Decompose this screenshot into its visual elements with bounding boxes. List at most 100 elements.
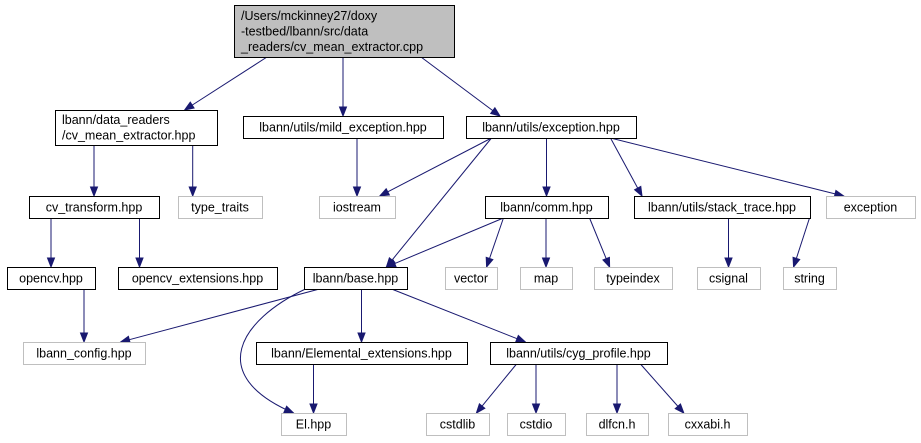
arrowhead [79, 332, 89, 344]
node-label: type_traits [191, 200, 249, 214]
node-cv-transform[interactable]: cv_transform.hpp [29, 196, 160, 219]
node-string: string [783, 267, 837, 290]
node-opencv[interactable]: opencv.hpp [7, 267, 96, 290]
node-box [634, 196, 811, 219]
edge-base-hpp-to-el-hpp [239, 288, 306, 414]
node-cxxabi: cxxabi.h [668, 413, 748, 436]
nodes-layer: /Users/mckinney27/doxy-testbed/lbann/src… [7, 5, 916, 436]
node-box [256, 342, 468, 365]
arrowhead [531, 403, 541, 415]
node-mild-exc[interactable]: lbann/utils/mild_exception.hpp [243, 116, 444, 139]
arrowhead [792, 256, 801, 269]
arrowhead [378, 187, 391, 197]
edge-base-hpp-to-lbann-config [129, 288, 320, 341]
arrowhead [633, 185, 643, 198]
node-box [668, 413, 748, 436]
arrowhead [612, 403, 622, 415]
node-box [7, 267, 96, 290]
node-lbann-config: lbann_config.hpp [23, 342, 146, 365]
node-box [466, 116, 637, 139]
node-label: csignal [709, 271, 748, 285]
edge-root-to-exc-hpp [420, 56, 494, 112]
node-opencv-ext[interactable]: opencv_extensions.hpp [118, 267, 278, 290]
edge-comm-hpp-to-typeindex [589, 217, 607, 259]
arrowhead [183, 101, 195, 111]
node-box [426, 413, 490, 436]
node-label: lbann/utils/mild_exception.hpp [259, 120, 427, 134]
node-cyg-profile[interactable]: lbann/utils/cyg_profile.hpp [490, 342, 668, 365]
node-type-traits: type_traits [178, 196, 263, 219]
node-base-hpp[interactable]: lbann/base.hpp [304, 267, 408, 290]
node-cstdlib: cstdlib [426, 413, 490, 436]
node-box [445, 267, 498, 290]
arrowhead [542, 186, 551, 198]
node-stack-trace[interactable]: lbann/utils/stack_trace.hpp [634, 196, 811, 219]
node-dlfcn: dlfcn.h [586, 413, 649, 436]
arrowhead [46, 257, 56, 269]
node-label: lbann/base.hpp [313, 271, 399, 285]
node-label: El.hpp [296, 417, 331, 431]
node-label: lbann/Elemental_extensions.hpp [271, 346, 452, 360]
node-label: iostream [333, 200, 381, 214]
node-typeindex: typeindex [594, 267, 673, 290]
node-box [118, 267, 278, 290]
node-label: map [534, 271, 558, 285]
node-exc-hpp[interactable]: lbann/utils/exception.hpp [466, 116, 637, 139]
node-box [826, 196, 916, 219]
node-map: map [520, 267, 573, 290]
edge-base-hpp-to-cyg-profile [391, 288, 518, 340]
node-comm-hpp[interactable]: lbann/comm.hpp [485, 196, 609, 219]
edge-exc-hpp-to-base-hpp [391, 137, 492, 261]
node-label: cstdlib [440, 417, 475, 431]
node-label: lbann/data_readers [62, 113, 170, 127]
arrowhead [602, 256, 611, 269]
edge-stack-trace-to-string [795, 217, 810, 259]
arrowhead [309, 403, 318, 415]
arrowhead [357, 332, 366, 344]
node-box [319, 196, 396, 219]
node-box [697, 267, 761, 290]
node-csignal: csignal [697, 267, 761, 290]
node-label: cxxabi.h [685, 417, 731, 431]
node-label: /cv_mean_extractor.hpp [62, 129, 195, 143]
node-box [281, 413, 347, 436]
node-cstdio: cstdio [507, 413, 566, 436]
edge-exc-hpp-to-iostream [387, 137, 492, 193]
edge-exc-hpp-to-stack-trace [610, 137, 639, 189]
node-box [783, 267, 837, 290]
arrowhead [385, 259, 397, 268]
node-vector: vector [445, 267, 498, 290]
arrowhead [338, 106, 348, 118]
node-label: lbann/utils/cyg_profile.hpp [506, 346, 651, 360]
node-label: lbann/utils/exception.hpp [482, 120, 620, 134]
node-label: lbann/comm.hpp [500, 200, 592, 214]
arrowhead [724, 257, 733, 269]
arrowhead [485, 256, 494, 269]
edge-comm-hpp-to-base-hpp [394, 217, 504, 264]
node-label: lbann_config.hpp [36, 346, 131, 360]
node-box [507, 413, 566, 436]
node-box [594, 267, 673, 290]
node-label: vector [454, 271, 488, 285]
node-box [586, 413, 649, 436]
node-el-hpp: El.hpp [281, 413, 347, 436]
node-box [234, 5, 455, 58]
node-box [23, 342, 146, 365]
node-label: _readers/cv_mean_extractor.cpp [240, 40, 423, 54]
edges-layer [46, 56, 846, 415]
node-box [55, 110, 218, 146]
arrowhead [674, 403, 685, 415]
node-box [178, 196, 263, 219]
node-label: typeindex [606, 271, 660, 285]
edge-cyg-profile-to-cstdlib [481, 363, 517, 407]
arrowhead [489, 106, 502, 117]
edge-cyg-profile-to-cxxabi [640, 363, 679, 407]
node-box [490, 342, 668, 365]
node-cvme-hpp[interactable]: lbann/data_readers/cv_mean_extractor.hpp [55, 110, 218, 146]
node-label: string [794, 271, 825, 285]
edge-root-to-cvme-hpp [191, 56, 268, 106]
node-root[interactable]: /Users/mckinney27/doxy-testbed/lbann/src… [234, 5, 455, 58]
node-box [485, 196, 609, 219]
node-label: lbann/utils/stack_trace.hpp [648, 200, 796, 214]
node-el-ext[interactable]: lbann/Elemental_extensions.hpp [256, 342, 468, 365]
